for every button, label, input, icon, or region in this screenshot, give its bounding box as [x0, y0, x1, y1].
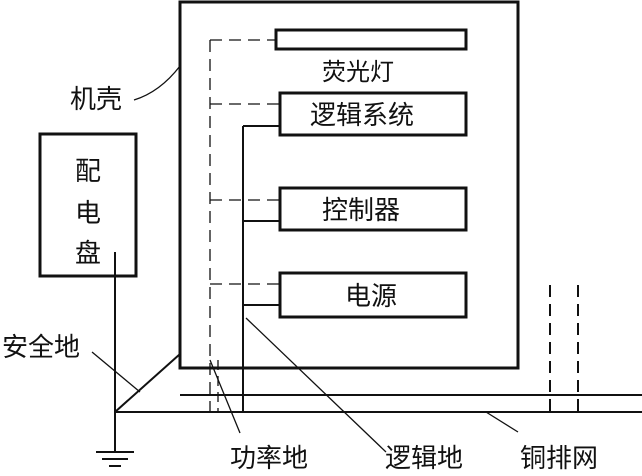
safety-ground-link	[114, 353, 181, 413]
chassis-label: 机壳	[70, 85, 122, 115]
chassis-leader	[133, 65, 181, 101]
power-ground-label: 功率地	[230, 444, 308, 474]
logic-ground-label: 逻辑地	[385, 444, 463, 474]
controller-label: 控制器	[322, 196, 400, 226]
distribution-panel-char-1: 配	[75, 157, 101, 187]
distribution-panel-box	[38, 132, 138, 278]
logic-system-box	[278, 91, 468, 137]
power-supply-label: 电源	[345, 282, 397, 312]
copper-net-leader	[485, 411, 519, 433]
power-supply-box	[278, 271, 468, 319]
copper-net-label: 铜排网	[520, 444, 598, 474]
safety-ground-leader	[91, 351, 141, 393]
logic-ground-leader	[245, 317, 387, 453]
distribution-panel-char-2: 电	[75, 199, 101, 229]
safety-ground-label: 安全地	[2, 333, 80, 363]
controller-box	[278, 186, 468, 232]
logic-system-label: 逻辑系统	[310, 101, 414, 131]
fluorescent-lamp-box	[274, 28, 468, 51]
power-ground-leader	[209, 359, 241, 434]
distribution-panel-char-3: 盘	[75, 239, 101, 269]
fluorescent-lamp-label: 荧光灯	[322, 58, 394, 86]
earth-ground-icon	[96, 451, 134, 467]
